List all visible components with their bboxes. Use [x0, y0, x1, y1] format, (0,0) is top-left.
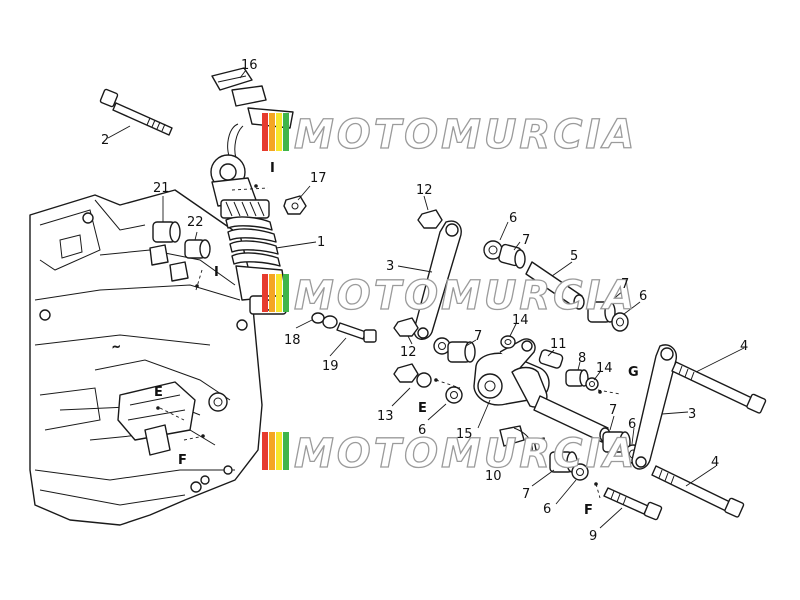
- watermark-text-top: MOTOMURCIA: [294, 112, 637, 158]
- bolt-2: [99, 88, 173, 136]
- callout-16: 16: [241, 58, 258, 73]
- callout-14-lower: 14: [596, 361, 613, 376]
- watermark-middle: MOTOMURCIA: [262, 272, 637, 320]
- bolt-4-lower: [651, 465, 745, 518]
- watermark-text-bottom: MOTOMURCIA: [294, 431, 637, 477]
- watermark-top: MOTOMURCIA: [262, 111, 637, 159]
- callout-21: 21: [153, 181, 170, 196]
- callout-12-lower: 12: [400, 345, 417, 360]
- bush-21: [152, 221, 181, 243]
- callout-6-right-upper: 6: [639, 289, 647, 304]
- callout-4-lower: 4: [711, 455, 719, 470]
- callout-5: 5: [570, 249, 578, 264]
- callout-18: 18: [284, 333, 301, 348]
- pin-10: [499, 425, 547, 457]
- washer-6-bottom: [571, 463, 589, 481]
- svg-text:~: ~: [112, 342, 120, 353]
- washer-18: [311, 312, 338, 329]
- bush-7-right-upper: [587, 301, 616, 323]
- callout-1: 1: [317, 235, 325, 250]
- callout-4-upper: 4: [740, 339, 748, 354]
- leader-lines: [107, 69, 745, 529]
- washer-13: [416, 372, 432, 388]
- watermark-bottom: MOTOMURCIA: [262, 430, 637, 478]
- frame-drawing: ~: [29, 189, 263, 526]
- callout-3-right: 3: [688, 407, 696, 422]
- reference-letters: I I E F E G F: [154, 161, 639, 518]
- washer-6-lower-left: [445, 386, 463, 404]
- washer-6-right-upper: [611, 312, 629, 332]
- bolt-19: [336, 322, 377, 343]
- callout-8: 8: [578, 351, 586, 366]
- ref-e-linkage: E: [418, 401, 427, 416]
- callout-7-upper: 7: [522, 233, 530, 248]
- callout-labels: 2 16 1 17 21 22 18 19 3 12 6 7 5 7 6 12 …: [101, 58, 748, 544]
- callout-7-bottom: 7: [522, 487, 530, 502]
- callout-7-middle: 7: [474, 329, 482, 344]
- bolt-9: [603, 487, 663, 521]
- callout-14-upper: 14: [512, 313, 529, 328]
- rocker-lever-15: [473, 338, 550, 408]
- ref-f-frame: F: [178, 453, 187, 468]
- ref-f-linkage: F: [584, 503, 593, 518]
- bush-7-right-lower: [602, 431, 631, 453]
- spacer-tube-5: [525, 261, 585, 310]
- ref-i-upper: I: [270, 161, 275, 176]
- bush-22: [184, 239, 211, 259]
- ref-g: G: [628, 365, 639, 380]
- callout-6-bottom: 6: [543, 502, 551, 517]
- bush-7-middle: [447, 341, 476, 363]
- ref-e-frame: E: [154, 385, 163, 400]
- callout-7-right-upper: 7: [621, 277, 629, 292]
- callout-19: 19: [322, 359, 339, 374]
- callout-7-right-lower: 7: [609, 403, 617, 418]
- washer-14-upper: [500, 335, 516, 349]
- callout-13: 13: [377, 409, 394, 424]
- bush-8: [565, 369, 589, 387]
- callout-15: 15: [456, 427, 473, 442]
- callout-6-upper: 6: [509, 211, 517, 226]
- callout-12-upper: 12: [416, 183, 433, 198]
- callout-11: 11: [550, 337, 567, 352]
- pin-11: [538, 349, 564, 369]
- callout-9: 9: [589, 529, 597, 544]
- callout-22: 22: [187, 215, 204, 230]
- bush-7-upper: [498, 243, 526, 269]
- ref-i-lower: I: [214, 265, 219, 280]
- nut-12-lower: [393, 317, 419, 383]
- callout-6-right-lower: 6: [628, 417, 636, 432]
- washer-14-lower: [585, 377, 599, 391]
- reference-markers: [156, 184, 621, 499]
- link-plate-3-right: [631, 344, 677, 470]
- nut-17: [283, 195, 307, 215]
- callout-6-lower-left: 6: [418, 423, 426, 438]
- nut-12-upper: [417, 209, 443, 229]
- watermark-text-middle: MOTOMURCIA: [294, 273, 637, 319]
- callout-17: 17: [310, 171, 327, 186]
- callout-2: 2: [101, 133, 109, 148]
- callout-3-upper: 3: [386, 259, 394, 274]
- clamp-16: [211, 67, 267, 107]
- bolt-4-upper: [671, 361, 767, 414]
- callout-10: 10: [485, 469, 502, 484]
